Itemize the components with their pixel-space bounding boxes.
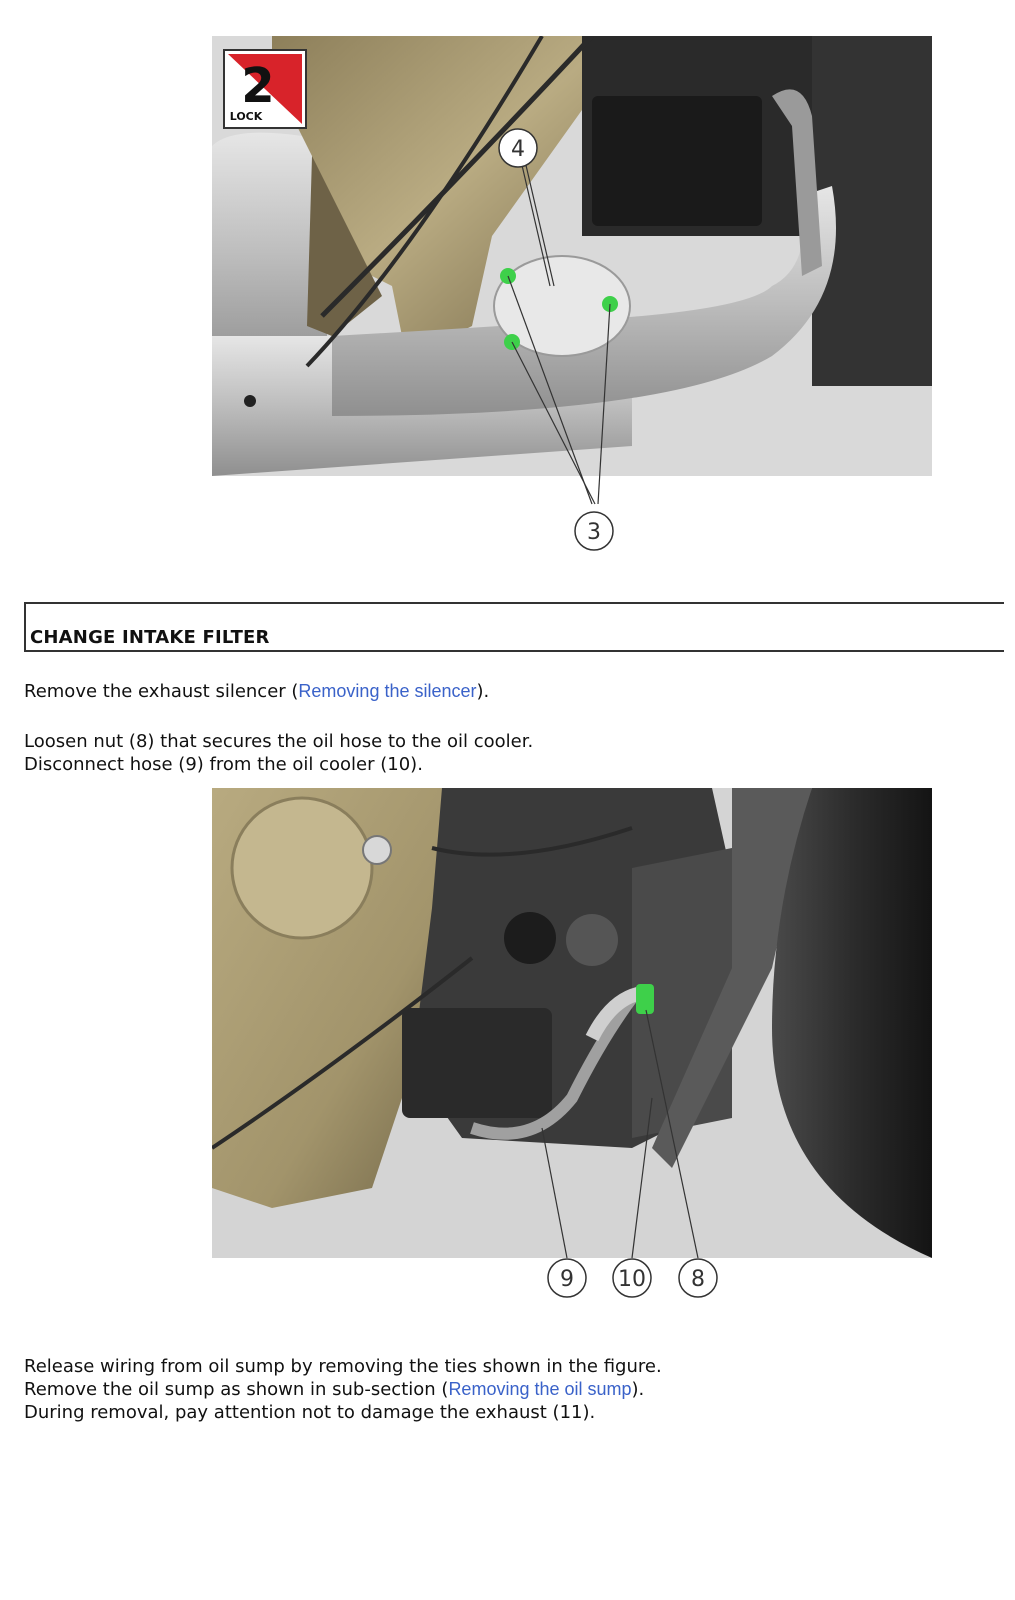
callout-9-label: 9 [560,1267,574,1292]
callout-10-label: 10 [618,1267,646,1292]
callout-10: 10 [612,1258,652,1298]
step2-line2: Disconnect hose (9) from the oil cooler … [24,754,423,775]
step3-line1: Release wiring from oil sump by removing… [24,1356,662,1377]
section-title: CHANGE INTAKE FILTER [30,627,270,648]
step3-line2: Remove the oil sump as shown in sub-sect… [24,1378,662,1401]
step1-prefix: Remove the exhaust silencer ( [24,681,299,702]
step3-line2-suffix: ). [631,1379,645,1400]
callout-9: 9 [547,1258,587,1298]
callout-3-label: 3 [587,520,601,545]
link-removing-oil-sump[interactable]: Removing the oil sump [448,1379,632,1399]
step-loosen-nut: Loosen nut (8) that secures the oil hose… [24,730,533,776]
callout-8: 8 [678,1258,718,1298]
step-remove-oil-sump: Release wiring from oil sump by removing… [24,1355,662,1424]
section-header-box: CHANGE INTAKE FILTER [24,602,1004,652]
step3-line3: During removal, pay attention not to dam… [24,1402,596,1423]
step-remove-silencer: Remove the exhaust silencer (Removing th… [24,680,489,703]
step2-line1: Loosen nut (8) that secures the oil hose… [24,731,534,752]
badge-label: LOCK [230,110,263,123]
figure-1-illustration: 2 LOCK 4 3 [212,36,932,556]
callout-3: 3 [574,511,614,551]
callout-4-label: 4 [511,137,525,162]
figure-2-illustration: 9 10 8 [212,788,932,1308]
link-removing-silencer[interactable]: Removing the silencer [298,681,477,701]
nut-highlight [636,984,654,1014]
figure-2-oil-cooler: 9 10 8 [212,788,932,1308]
threadlock-badge: 2 LOCK [223,49,307,129]
callout-4: 4 [498,128,538,168]
callout-8-label: 8 [691,1267,705,1292]
figure-1-exhaust-silencer: 2 LOCK 4 3 [212,36,932,556]
step1-suffix: ). [476,681,490,702]
badge-number: 2 [241,58,274,114]
step3-line2-prefix: Remove the oil sump as shown in sub-sect… [24,1379,449,1400]
